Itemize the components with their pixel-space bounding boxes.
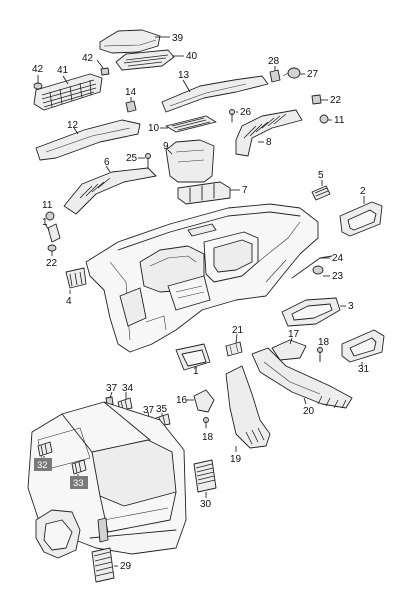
part-2-side-vent	[339, 201, 383, 237]
part-42-clip-left	[33, 82, 43, 90]
callout-19: 19	[230, 454, 242, 465]
callout-7: 7	[242, 185, 248, 196]
part-25-screw	[145, 153, 151, 169]
part-40-grille	[115, 49, 175, 71]
callout-24: 24	[332, 253, 344, 264]
part-26-screw	[229, 109, 235, 123]
part-22-clip-lower	[47, 244, 57, 252]
part-1-vent-center	[175, 343, 211, 371]
part-32-vent	[37, 441, 53, 457]
callout-37-upper: 37	[106, 383, 118, 394]
callout-9: 9	[163, 141, 169, 152]
callout-5: 5	[318, 170, 324, 181]
part-5-grille	[311, 185, 331, 201]
callout-6: 6	[104, 157, 110, 168]
callout-18-upper: 18	[318, 337, 330, 348]
part-8-side-duct	[235, 109, 303, 157]
callout-28: 28	[268, 56, 280, 67]
callout-1-lower: 1	[193, 366, 199, 377]
part-16-bracket	[193, 389, 215, 413]
callout-34: 34	[122, 383, 134, 394]
callout-11-left: 11	[42, 200, 53, 211]
callout-37-lower: 37	[143, 405, 155, 416]
part-28-connector	[269, 69, 281, 83]
part-11-fastener-left	[45, 211, 55, 221]
callout-16: 16	[176, 395, 188, 406]
callout-39: 39	[172, 33, 184, 44]
part-30-grille	[193, 459, 217, 493]
callout-29: 29	[120, 561, 132, 572]
callout-21: 21	[232, 325, 244, 336]
callout-22-lower: 22	[46, 258, 58, 269]
callout-32-tag	[34, 458, 52, 471]
part-39-cover	[99, 29, 161, 54]
callout-2: 2	[360, 186, 366, 197]
callout-4: 4	[66, 296, 72, 307]
callout-8: 8	[266, 137, 272, 148]
part-11-fastener-upper	[319, 114, 329, 124]
callout-32: 32	[37, 460, 48, 471]
callout-42-left: 42	[32, 64, 44, 75]
callout-10: 10	[148, 123, 160, 134]
callout-11-right: 11	[334, 115, 345, 126]
dashboard-panel	[85, 203, 319, 353]
callout-20: 20	[303, 406, 315, 417]
part-12-duct	[35, 119, 141, 161]
part-3-bezel	[281, 297, 341, 327]
callout-17: 17	[288, 329, 300, 340]
callout-27: 27	[307, 69, 319, 80]
part-41-grille-panel	[33, 73, 103, 111]
callout-12: 12	[67, 120, 79, 131]
part-1-vent	[47, 223, 61, 243]
callout-26: 26	[240, 107, 252, 118]
part-29-grille	[91, 547, 115, 583]
part-19-floor-duct	[225, 365, 271, 449]
part-17-bracket	[271, 339, 307, 361]
part-13-duct	[161, 75, 269, 113]
callout-14: 14	[125, 87, 137, 98]
part-33-vent	[71, 459, 87, 475]
part-23-actuator	[312, 265, 324, 275]
callout-35: 35	[156, 404, 168, 415]
part-42-clip-upper	[100, 67, 110, 76]
part-20-floor-duct	[251, 347, 353, 409]
callout-30: 30	[200, 499, 212, 510]
part-22-clip-upper	[311, 94, 322, 105]
part-4-grille	[65, 267, 87, 289]
callout-40: 40	[186, 51, 198, 62]
part-21-switch	[225, 341, 243, 357]
part-9-column-duct	[165, 139, 215, 183]
callout-33: 33	[73, 478, 84, 489]
part-6-duct	[63, 167, 157, 215]
callout-3: 3	[348, 301, 354, 312]
callout-13: 13	[178, 70, 190, 81]
part-7-vent	[177, 181, 231, 205]
callout-25: 25	[126, 153, 138, 164]
part-10-center-vent	[165, 115, 217, 133]
callout-33-tag	[70, 476, 88, 489]
part-14-clip	[125, 100, 137, 113]
callout-42-upper: 42	[82, 53, 94, 64]
part-24-cable	[291, 255, 333, 279]
part-18-screw-lower	[203, 417, 209, 429]
callout-23: 23	[332, 271, 344, 282]
callout-31: 31	[358, 364, 370, 375]
callout-1: 1	[42, 217, 48, 228]
part-27-actuator	[282, 67, 301, 79]
vehicle-rear-view	[27, 401, 187, 559]
callout-41: 41	[57, 65, 69, 76]
callout-18-lower: 18	[202, 432, 214, 443]
callout-22-upper: 22	[330, 95, 342, 106]
part-31-vent	[341, 329, 385, 363]
